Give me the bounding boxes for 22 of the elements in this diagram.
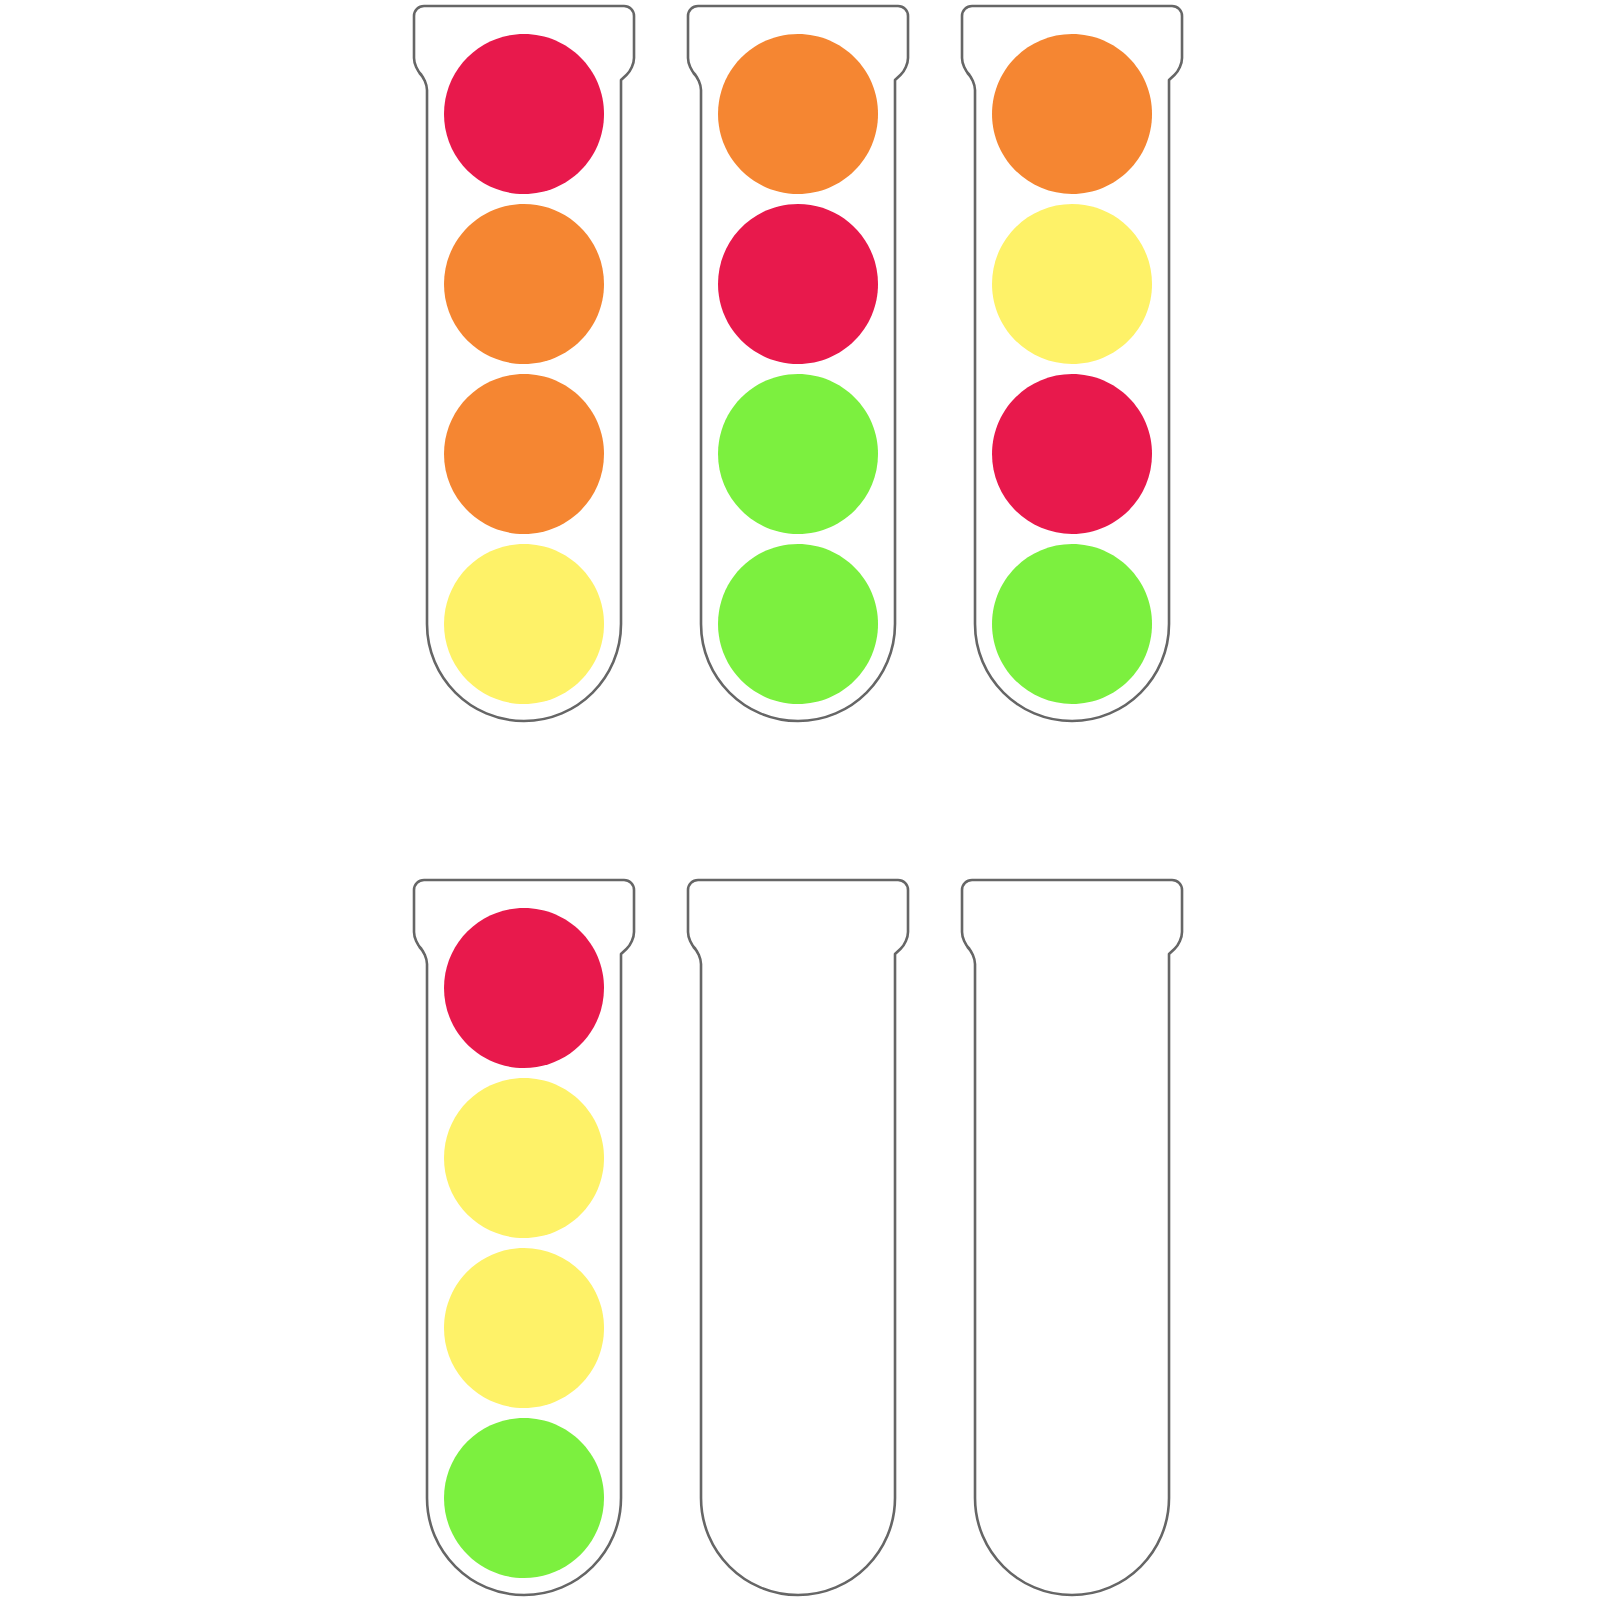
ball: [718, 374, 878, 534]
test-tube: [686, 878, 910, 1597]
test-tube: [412, 878, 636, 1597]
ball: [444, 374, 604, 534]
ball: [718, 204, 878, 364]
ball: [444, 1248, 604, 1408]
ball: [718, 544, 878, 704]
ball: [992, 374, 1152, 534]
test-tube: [412, 4, 636, 723]
test-tube: [960, 4, 1184, 723]
ball: [444, 34, 604, 194]
ball: [444, 908, 604, 1068]
ball: [718, 34, 878, 194]
ball: [444, 204, 604, 364]
ball: [444, 1078, 604, 1238]
ball: [444, 544, 604, 704]
ball: [444, 1418, 604, 1578]
ball: [992, 544, 1152, 704]
ball: [992, 204, 1152, 364]
test-tube: [686, 4, 910, 723]
test-tube: [960, 878, 1184, 1597]
ball: [992, 34, 1152, 194]
